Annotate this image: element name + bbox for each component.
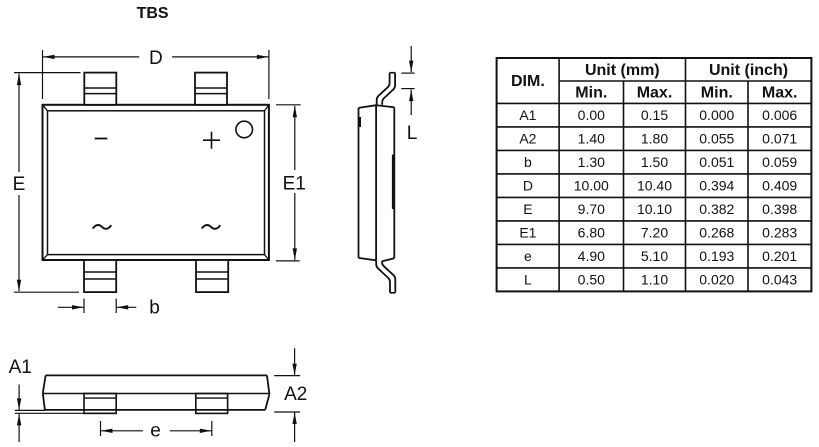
svg-text:b: b: [149, 298, 160, 319]
svg-text:E1: E1: [283, 174, 306, 195]
svg-text:A2: A2: [519, 131, 536, 147]
svg-text:9.70: 9.70: [578, 201, 605, 217]
svg-text:Min.: Min.: [701, 85, 733, 102]
svg-text:1.30: 1.30: [578, 154, 605, 170]
svg-text:5.10: 5.10: [641, 248, 668, 264]
svg-text:Max.: Max.: [762, 85, 798, 102]
svg-text:0.071: 0.071: [762, 131, 797, 147]
svg-text:0.50: 0.50: [578, 271, 605, 287]
svg-text:0.382: 0.382: [699, 201, 734, 217]
svg-text:TBS: TBS: [137, 5, 169, 22]
svg-text:D: D: [523, 178, 533, 194]
svg-text:0.00: 0.00: [578, 107, 605, 123]
svg-text:0.043: 0.043: [762, 271, 797, 287]
svg-text:7.20: 7.20: [641, 225, 668, 241]
svg-text:b: b: [524, 154, 532, 170]
svg-text:DIM.: DIM.: [511, 73, 545, 90]
svg-text:Max.: Max.: [637, 85, 673, 102]
svg-text:e: e: [524, 248, 532, 264]
svg-text:0.283: 0.283: [762, 225, 797, 241]
svg-text:E: E: [523, 201, 532, 217]
svg-text:e: e: [150, 420, 161, 441]
svg-text:0.268: 0.268: [699, 225, 734, 241]
svg-text:0.020: 0.020: [699, 271, 734, 287]
svg-text:E1: E1: [519, 225, 536, 241]
svg-text:0.059: 0.059: [762, 154, 797, 170]
svg-text:0.398: 0.398: [762, 201, 797, 217]
svg-text:4.90: 4.90: [578, 248, 605, 264]
svg-text:L: L: [524, 271, 532, 287]
svg-text:1.40: 1.40: [578, 131, 605, 147]
svg-text:E: E: [13, 174, 26, 195]
svg-text:Unit (mm): Unit (mm): [585, 62, 660, 79]
svg-text:0.051: 0.051: [699, 154, 734, 170]
svg-text:0.409: 0.409: [762, 178, 797, 194]
svg-text:1.80: 1.80: [641, 131, 668, 147]
svg-text:0.394: 0.394: [699, 178, 734, 194]
svg-text:1.50: 1.50: [641, 154, 668, 170]
svg-text:Unit (inch): Unit (inch): [709, 62, 788, 79]
svg-text:0.193: 0.193: [699, 248, 734, 264]
svg-text:6.80: 6.80: [578, 225, 605, 241]
svg-text:1.10: 1.10: [641, 271, 668, 287]
svg-text:10.00: 10.00: [574, 178, 609, 194]
svg-text:0.000: 0.000: [699, 107, 734, 123]
svg-text:10.10: 10.10: [637, 201, 672, 217]
svg-text:L: L: [407, 123, 418, 144]
svg-text:D: D: [149, 48, 163, 69]
svg-text:0.006: 0.006: [762, 107, 797, 123]
svg-text:10.40: 10.40: [637, 178, 672, 194]
svg-text:0.201: 0.201: [762, 248, 797, 264]
svg-text:A1: A1: [519, 107, 536, 123]
svg-text:0.055: 0.055: [699, 131, 734, 147]
svg-text:Min.: Min.: [575, 85, 607, 102]
svg-text:0.15: 0.15: [641, 107, 668, 123]
svg-text:A1: A1: [9, 357, 32, 378]
svg-text:A2: A2: [284, 384, 307, 405]
